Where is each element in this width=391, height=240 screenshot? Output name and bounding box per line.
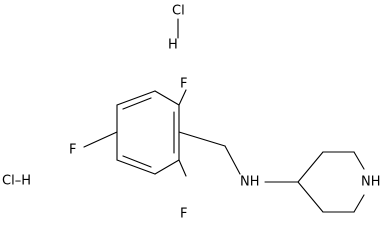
benzene-ring — [116, 90, 180, 175]
bond-ring-ch2 — [178, 131, 226, 147]
chemical-structure-diagram: Cl H Cl–H F F F NH NH — [2, 4, 381, 222]
ring-bond — [297, 151, 324, 183]
ring-bond — [116, 90, 156, 106]
label-f-top: F — [180, 77, 187, 92]
ring-bond — [116, 159, 156, 175]
label-h-top: H — [168, 38, 178, 53]
ring-double-bond — [122, 97, 152, 110]
bond-c-f-top — [178, 89, 187, 106]
label-hcl-left: Cl–H — [2, 174, 31, 189]
ring-bond — [154, 90, 180, 106]
bond-ch2-nh — [224, 145, 241, 175]
label-nh-ring: NH — [361, 175, 381, 190]
bond-c-f-bottom — [178, 159, 187, 177]
ring-double-bond — [122, 155, 152, 168]
ring-bond — [154, 159, 180, 175]
bond-c-f-left — [83, 131, 118, 148]
piperidine-ring — [264, 151, 365, 213]
label-f-left: F — [69, 143, 76, 158]
ring-bond — [353, 194, 365, 213]
label-f-bottom: F — [180, 207, 187, 222]
label-nh-linker: NH — [240, 175, 260, 190]
label-cl-top: Cl — [172, 4, 185, 19]
ring-bond — [353, 151, 365, 170]
ring-bond — [297, 181, 324, 213]
